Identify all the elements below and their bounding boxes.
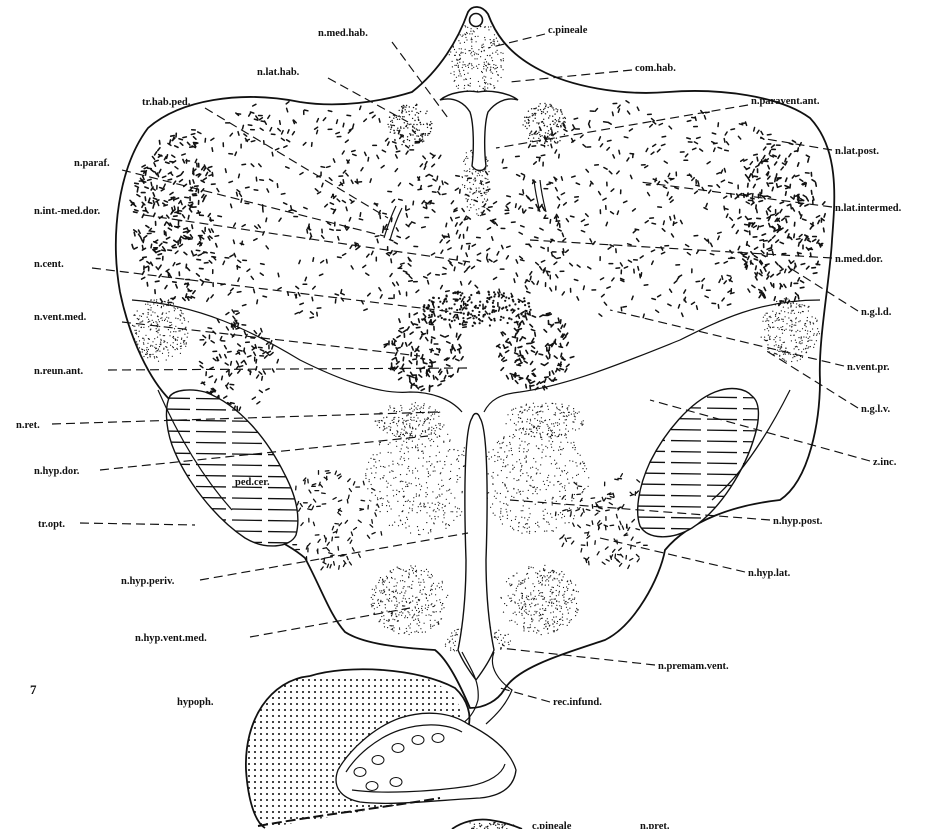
leader-lines [52, 34, 870, 702]
leader-c-pineale [488, 34, 545, 48]
leader-n-hyp-vent-med [250, 608, 410, 637]
leader-n-paravent-ant [496, 105, 748, 148]
cerebral-peduncle-right [635, 389, 765, 541]
leader-n-cent [92, 268, 470, 314]
leader-n-premam-vent [500, 648, 655, 665]
label-n-med-dor: n.med.dor. [835, 254, 883, 265]
label-c-pineale: c.pineale [548, 25, 588, 36]
label-hypoph: hypoph. [177, 697, 214, 708]
label-n-med-hab: n.med.hab. [318, 28, 368, 39]
label-n-hyp-periv: n.hyp.periv. [121, 576, 175, 587]
label-n-premam-vent: n.premam.vent. [658, 661, 729, 672]
label-tr-opt: tr.opt. [38, 519, 65, 530]
leader-tr-opt [80, 523, 195, 525]
label-ped-cer: ped.cer. [235, 477, 270, 488]
label-n-ret: n.ret. [16, 420, 40, 431]
label-c-pineale-next: c.pineale [532, 821, 572, 829]
label-tr-hab-ped: tr.hab.ped. [142, 97, 191, 108]
habenulo-peduncular-tract-left [384, 206, 402, 240]
leader-com-hab [510, 70, 632, 82]
label-n-paravent-ant: n.paravent.ant. [751, 96, 820, 107]
label-rec-infund: rec.infund. [553, 697, 602, 708]
labels: c.pineale n.med.hab. n.lat.hab. com.hab.… [16, 25, 902, 829]
commissure-habenulae [440, 91, 518, 170]
label-n-vent-pr: n.vent.pr. [847, 362, 890, 373]
label-n-vent-med: n.vent.med. [34, 312, 87, 323]
label-n-lat-post: n.lat.post. [835, 146, 879, 157]
label-n-cent: n.cent. [34, 259, 64, 270]
label-n-lat-hab: n.lat.hab. [257, 67, 300, 78]
leader-n-hyp-periv [200, 533, 468, 580]
label-n-hyp-dor: n.hyp.dor. [34, 466, 80, 477]
pars-intermedia [336, 713, 516, 803]
leader-n-reun-ant [108, 368, 468, 370]
label-z-inc: z.inc. [873, 457, 897, 468]
label-n-pret-next: n.pret. [640, 821, 670, 829]
label-n-g-l-v: n.g.l.v. [861, 404, 891, 415]
label-n-g-l-d: n.g.l.d. [861, 307, 892, 318]
leader-n-paraf [122, 170, 384, 236]
label-n-hyp-lat: n.hyp.lat. [748, 568, 791, 579]
label-n-lat-intermed: n.lat.intermed. [835, 203, 902, 214]
plate-number: 7 [30, 682, 37, 697]
leader-tr-hab-ped [205, 108, 388, 218]
label-n-hyp-post: n.hyp.post. [773, 516, 823, 527]
leader-n-med-hab [392, 42, 448, 118]
label-n-reun-ant: n.reun.ant. [34, 366, 83, 377]
cerebral-peduncle-left [160, 390, 300, 546]
leader-n-lat-hab [328, 78, 408, 122]
label-n-paraf: n.paraf. [74, 158, 110, 169]
next-figure-outline [452, 819, 522, 829]
label-com-hab: com.hab. [635, 63, 676, 74]
label-n-int-med-dor: n.int.-med.dor. [34, 206, 100, 217]
label-n-hyp-vent-med: n.hyp.vent.med. [135, 633, 207, 644]
pineal-canal [470, 14, 483, 27]
leader-n-med-dor [530, 240, 832, 258]
third-ventricle [458, 414, 494, 681]
